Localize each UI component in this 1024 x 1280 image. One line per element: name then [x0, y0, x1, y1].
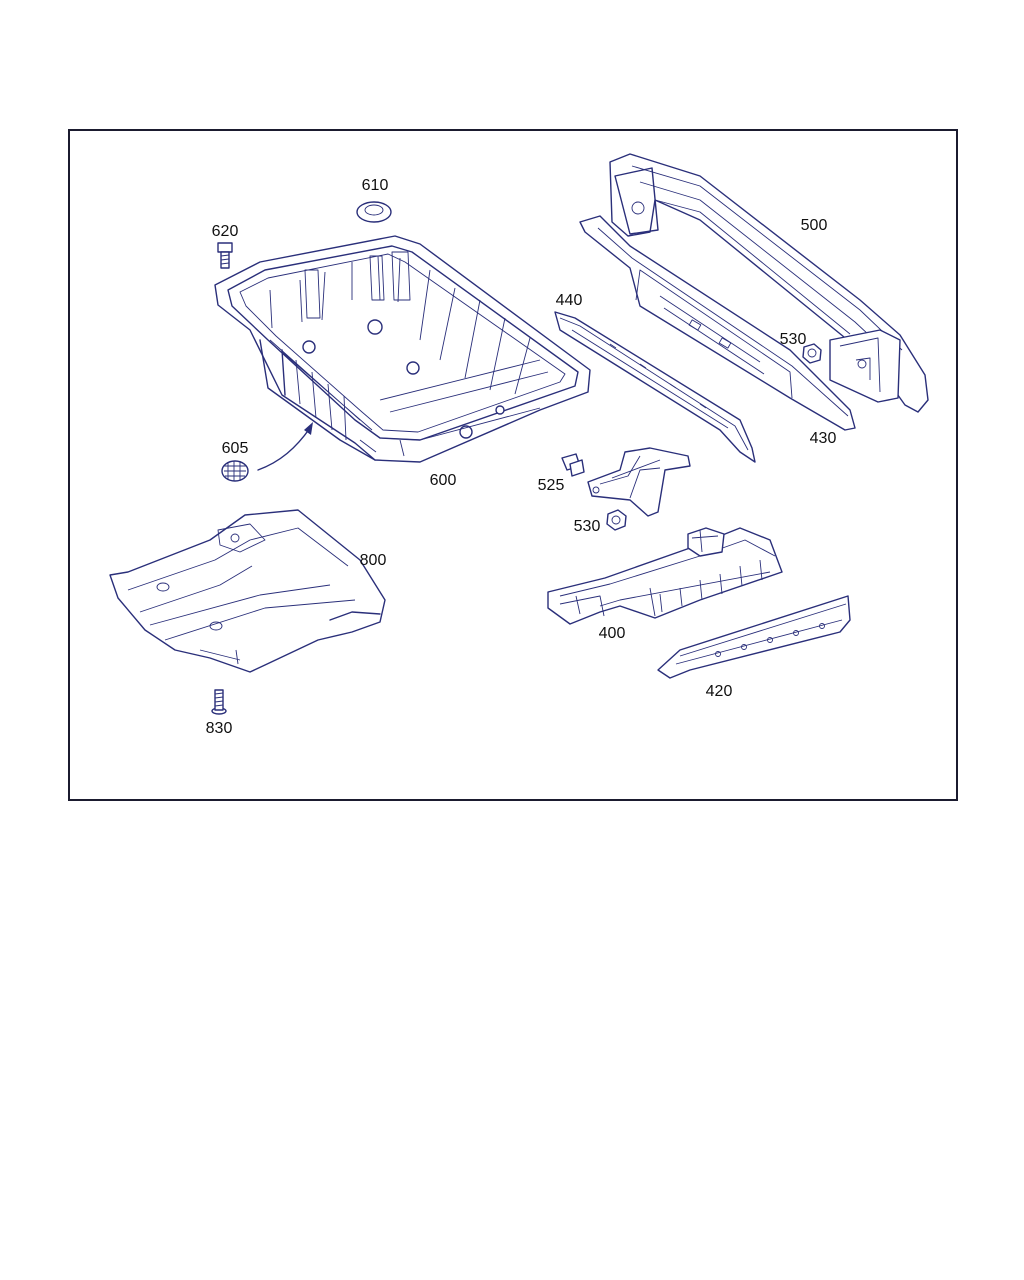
- part-400-floor-section[interactable]: [547, 527, 783, 625]
- part-430-side-member[interactable]: [579, 215, 856, 431]
- part-530-nut-upper[interactable]: [802, 343, 822, 364]
- label-500: 500: [801, 217, 828, 234]
- part-525-bolt[interactable]: [561, 453, 585, 477]
- label-605: 605: [222, 440, 249, 457]
- part-500-rear-cross-member[interactable]: [609, 153, 929, 413]
- part-620-bolt[interactable]: [217, 242, 233, 269]
- label-800: 800: [360, 552, 387, 569]
- label-530-upper: 530: [780, 331, 807, 348]
- diagram-frame: [68, 129, 958, 801]
- label-525: 525: [538, 477, 565, 494]
- part-600-spare-wheel-well[interactable]: [214, 235, 591, 463]
- label-420: 420: [706, 683, 733, 700]
- part-605-plug[interactable]: [221, 422, 313, 482]
- label-530-lower: 530: [574, 518, 601, 535]
- part-530-nut-lower[interactable]: [606, 509, 627, 531]
- part-800-underbody-panel[interactable]: [109, 509, 386, 673]
- label-600: 600: [430, 472, 457, 489]
- part-towing-bracket[interactable]: [587, 447, 691, 517]
- part-830-screw[interactable]: [211, 689, 227, 715]
- label-430: 430: [810, 430, 837, 447]
- part-610-grommet[interactable]: [356, 201, 392, 223]
- part-440-reinforcement[interactable]: [554, 311, 756, 463]
- part-420-rail[interactable]: [657, 595, 851, 679]
- label-610: 610: [362, 177, 389, 194]
- label-400: 400: [599, 625, 626, 642]
- label-620: 620: [212, 223, 239, 240]
- label-440: 440: [556, 292, 583, 309]
- label-830: 830: [206, 720, 233, 737]
